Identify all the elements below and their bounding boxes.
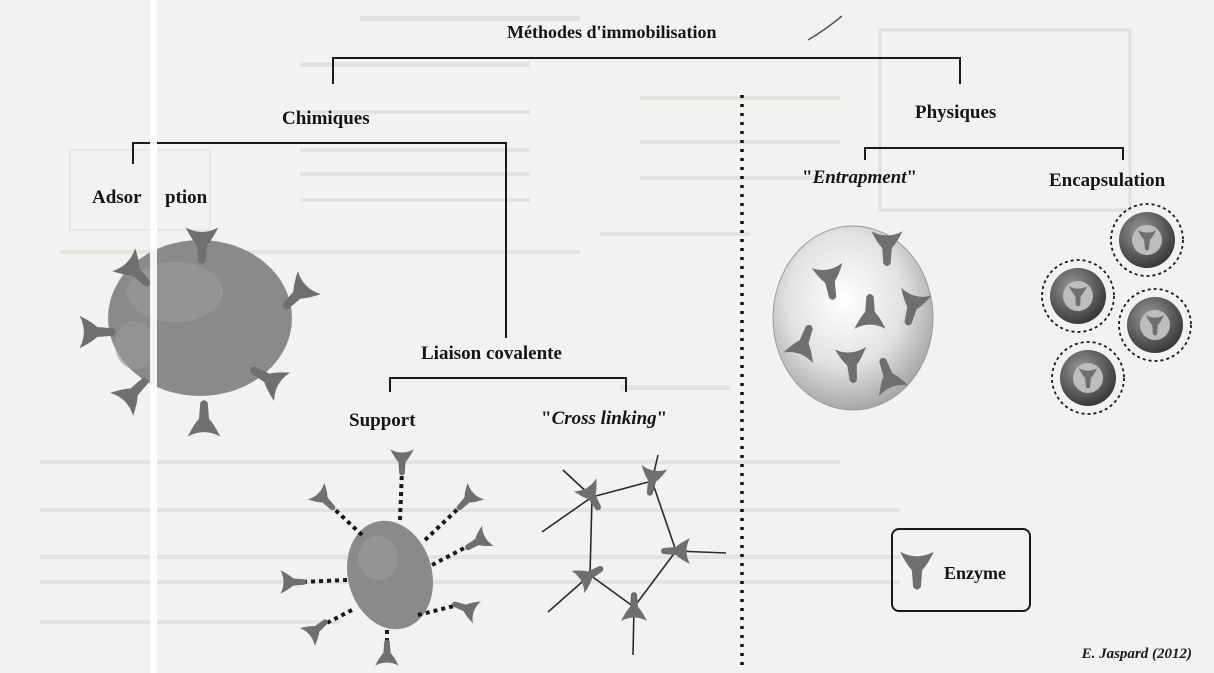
cross-link-enzymes [571, 465, 690, 621]
label-entrapment: "Entrapment" [802, 167, 917, 189]
root-title: Méthodes d'immobilisation [507, 22, 717, 43]
label-covalent: Liaison covalente [421, 343, 562, 365]
entrapment-text: Entrapment [813, 167, 907, 188]
label-encapsulation: Encapsulation [1049, 170, 1165, 192]
author-credit: E. Jaspard (2012) [1082, 646, 1192, 663]
label-adsorption-end: ption [165, 187, 207, 209]
label-chemical: Chimiques [282, 108, 370, 130]
scan-seam [150, 0, 157, 673]
label-physical: Physiques [915, 102, 996, 124]
label-adsorption-start: Adsor [92, 187, 142, 209]
label-support: Support [349, 410, 416, 432]
legend-label: Enzyme [944, 563, 1006, 584]
pen-stroke [808, 16, 842, 40]
encapsulation-capsules [1042, 204, 1191, 414]
support-carrier [335, 511, 445, 639]
cross-linking-text: Cross linking [552, 408, 657, 429]
label-cross-linking: "Cross linking" [541, 408, 667, 430]
cross-link-network [542, 455, 726, 655]
